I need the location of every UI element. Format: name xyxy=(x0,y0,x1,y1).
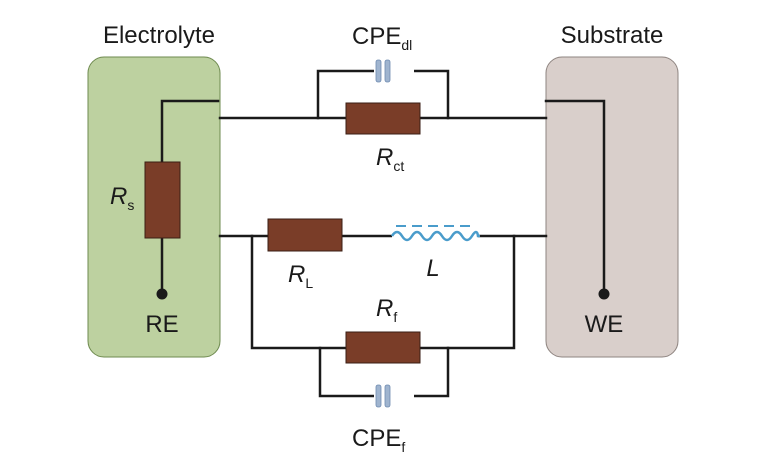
label-cpe-dl: CPEdl xyxy=(352,23,412,53)
substrate-title: Substrate xyxy=(561,22,664,49)
label-rl: RL xyxy=(288,261,313,291)
label-rct: Rct xyxy=(376,144,404,174)
we-label: WE xyxy=(585,311,624,338)
we-terminal xyxy=(598,288,610,300)
resistor-rl xyxy=(267,218,343,252)
electrolyte-title: Electrolyte xyxy=(103,22,215,49)
substrate-panel xyxy=(545,56,679,358)
resistor-rs xyxy=(144,161,181,239)
inductor-coil xyxy=(390,230,480,242)
wire-lower-loop xyxy=(250,234,516,350)
wire-we xyxy=(544,99,606,294)
label-rs: Rs xyxy=(110,183,134,213)
label-rf: Rf xyxy=(376,295,397,325)
label-cpe-f: CPEf xyxy=(352,425,405,455)
inductor-gap xyxy=(392,228,478,244)
label-inductor: L xyxy=(426,255,439,282)
cpe-f-capacitor xyxy=(374,384,414,408)
re-label: RE xyxy=(145,311,178,338)
re-terminal xyxy=(156,288,168,300)
resistor-rf xyxy=(345,331,421,364)
resistor-rct xyxy=(345,102,421,135)
wire-rs-top xyxy=(160,99,220,164)
cpe-dl-capacitor xyxy=(374,59,414,83)
